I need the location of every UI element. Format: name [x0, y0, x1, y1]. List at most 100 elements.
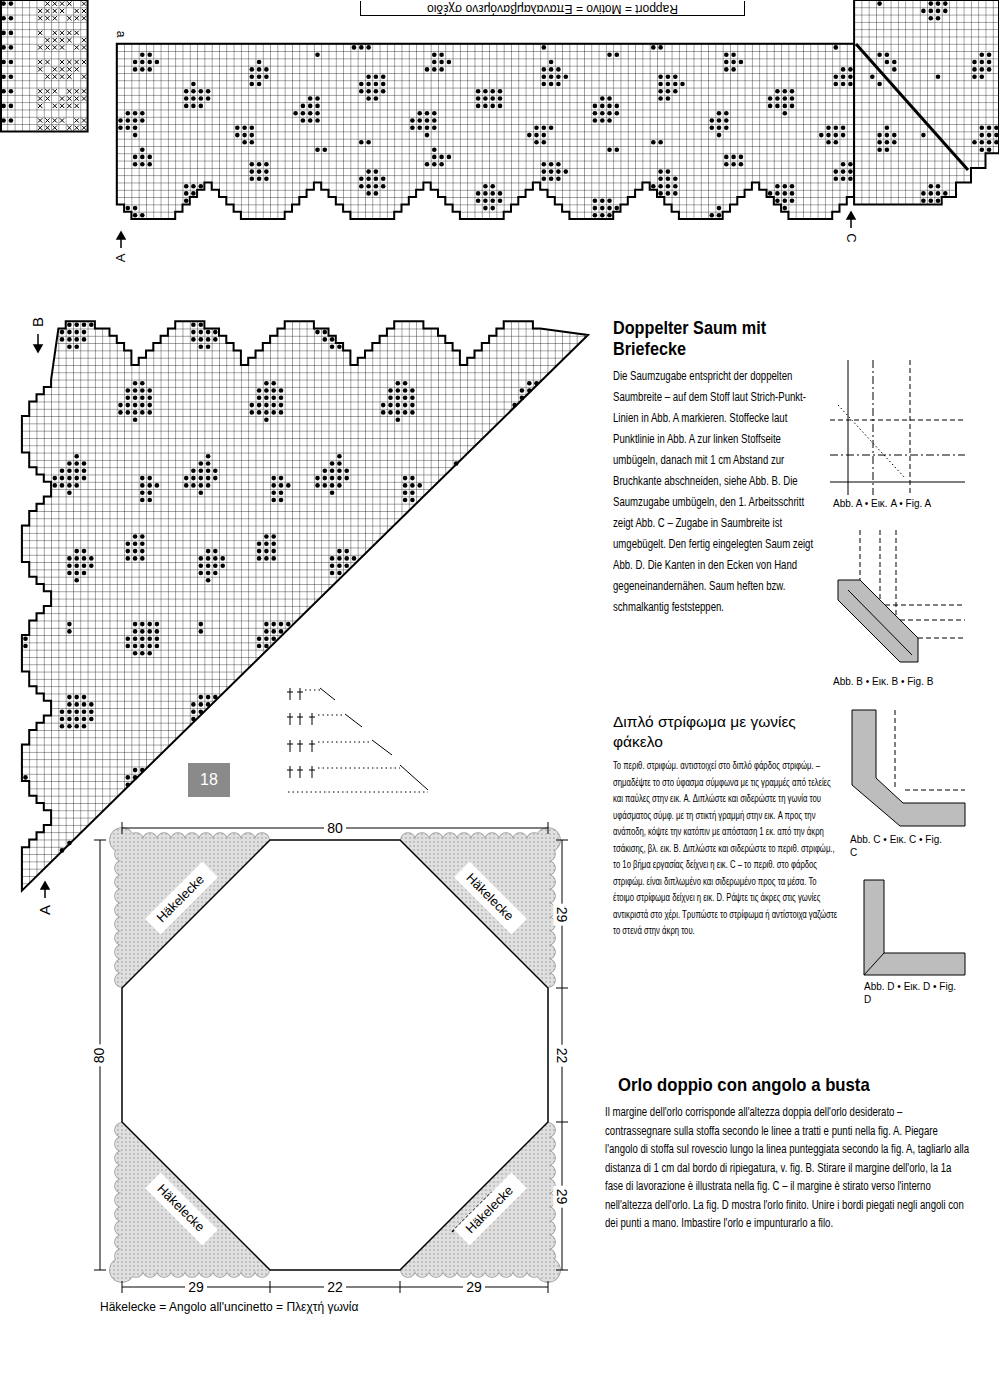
filled-mesh-dot [133, 133, 138, 138]
mitre-line [864, 953, 884, 975]
filled-mesh-dot [323, 476, 328, 481]
filled-mesh-dot [67, 717, 72, 722]
filled-mesh-dot [60, 710, 65, 715]
filled-mesh-dot [666, 96, 671, 101]
filled-mesh-dot [1, 16, 6, 21]
filled-mesh-dot [651, 184, 656, 189]
filled-mesh-dot [118, 126, 123, 131]
filled-mesh-dot [476, 89, 481, 94]
filled-mesh-dot [184, 476, 189, 481]
fabric-octagon [122, 840, 548, 1270]
filled-mesh-dot [374, 96, 379, 101]
direction-arrow [37, 334, 39, 346]
filled-mesh-dot [987, 140, 992, 145]
filled-mesh-dot [710, 118, 715, 123]
filled-mesh-dot [673, 89, 678, 94]
filled-mesh-dot [775, 191, 780, 196]
filled-mesh-dot [717, 206, 722, 211]
filled-mesh-dot [783, 89, 788, 94]
filled-mesh-dot [155, 629, 160, 634]
filled-mesh-dot [1, 45, 6, 50]
filled-mesh-dot [126, 118, 131, 123]
filled-mesh-dot [250, 169, 255, 174]
folded-corner [838, 580, 918, 662]
crochet-charts [1, 0, 999, 891]
filled-mesh-dot [1, 89, 6, 94]
filled-mesh-dot [206, 469, 211, 474]
filled-mesh-dot [892, 140, 897, 145]
filled-mesh-dot [987, 147, 992, 152]
filled-mesh-dot [140, 213, 145, 218]
instruction-text: Die Saumzugabe entspricht der doppelten … [613, 366, 818, 618]
arrow-head [117, 232, 125, 239]
filled-mesh-dot [710, 126, 715, 131]
filled-mesh-dot [264, 162, 269, 167]
filled-mesh-dot [366, 96, 371, 101]
filled-mesh-dot [542, 140, 547, 145]
filled-mesh-dot [257, 549, 262, 554]
figure-caption: Abb. A • Εικ. A • Fig. A [833, 498, 931, 510]
filled-mesh-dot [191, 96, 196, 101]
filled-mesh-dot [206, 330, 211, 335]
filled-mesh-dot [89, 323, 94, 328]
filled-mesh-dot [199, 490, 204, 495]
filled-mesh-dot [877, 53, 882, 58]
filled-mesh-dot [140, 396, 145, 401]
filled-mesh-dot [330, 337, 335, 342]
filled-mesh-dot [374, 82, 379, 87]
filled-mesh-dot [936, 1, 941, 6]
filled-mesh-dot [74, 710, 79, 715]
filled-mesh-dot [257, 388, 262, 393]
filled-mesh-dot [936, 9, 941, 14]
filled-mesh-dot [147, 622, 152, 627]
filled-mesh-dot [257, 177, 262, 182]
dashed-line [895, 710, 965, 790]
filled-mesh-dot [410, 118, 415, 123]
filled-mesh-dot [271, 498, 276, 503]
filled-mesh-dot [870, 74, 875, 79]
filled-mesh-dot [271, 410, 276, 415]
filled-mesh-dot [534, 381, 539, 386]
filled-mesh-dot [790, 96, 795, 101]
filled-mesh-dot [929, 16, 934, 21]
filled-mesh-dot [834, 82, 839, 87]
filled-mesh-dot [67, 695, 72, 700]
filled-mesh-dot [439, 67, 444, 72]
filled-mesh-dot [885, 126, 890, 131]
filled-mesh-dot [498, 199, 503, 204]
arrow-head [41, 882, 49, 889]
filled-mesh-dot [549, 60, 554, 65]
filled-mesh-dot [147, 629, 152, 634]
filled-mesh-dot [315, 483, 320, 488]
filled-mesh-dot [206, 344, 211, 349]
filled-mesh-dot [330, 571, 335, 576]
filled-mesh-dot [432, 155, 437, 160]
filled-mesh-dot [206, 564, 211, 569]
filled-mesh-dot [140, 542, 145, 547]
filled-mesh-dot [542, 67, 547, 72]
filled-mesh-dot [848, 169, 853, 174]
filled-mesh-dot [417, 126, 422, 131]
filled-mesh-dot [82, 461, 87, 466]
filled-mesh-dot [315, 118, 320, 123]
filled-mesh-dot [199, 571, 204, 576]
filled-mesh-dot [140, 490, 145, 495]
filled-mesh-dot [126, 775, 131, 780]
filled-mesh-dot [191, 184, 196, 189]
filled-mesh-dot [534, 140, 539, 145]
filled-mesh-dot [417, 118, 422, 123]
filled-mesh-dot [410, 403, 415, 408]
filled-mesh-dot [206, 571, 211, 576]
filled-mesh-dot [235, 133, 240, 138]
filled-mesh-dot [432, 162, 437, 167]
filled-mesh-dot [67, 461, 72, 466]
filled-mesh-dot [89, 702, 94, 707]
filled-mesh-dot [250, 74, 255, 79]
filled-mesh-dot [140, 629, 145, 634]
filled-mesh-dot [23, 775, 28, 780]
filled-mesh-dot [936, 184, 941, 189]
filled-mesh-dot [366, 89, 371, 94]
filled-mesh-dot [60, 724, 65, 729]
filled-mesh-dot [271, 542, 276, 547]
filled-mesh-dot [155, 483, 160, 488]
